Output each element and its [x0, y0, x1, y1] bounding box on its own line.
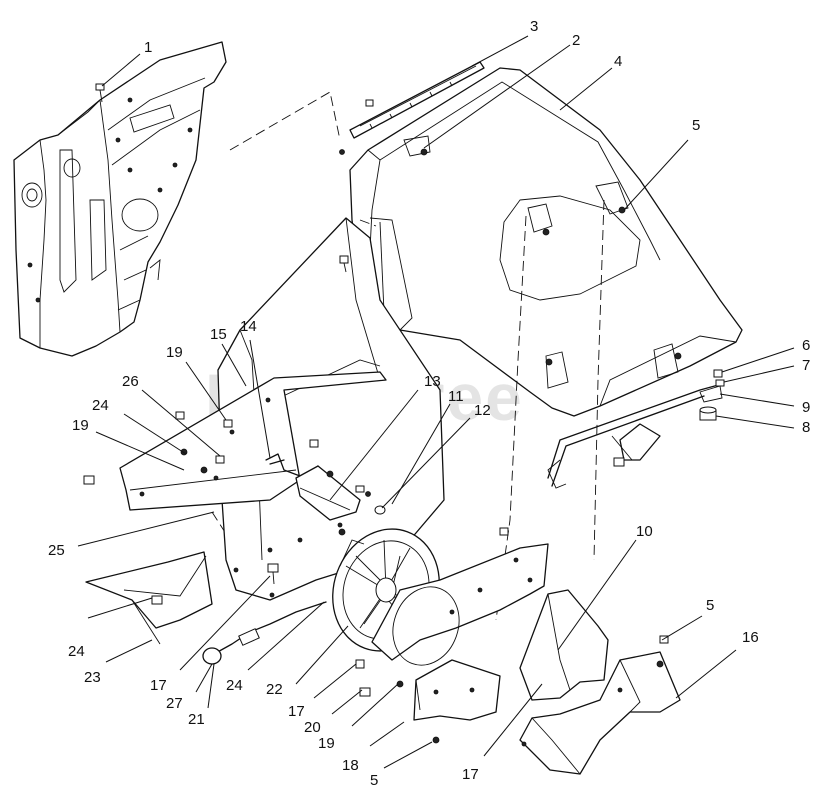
callout-19-left: 19: [72, 417, 89, 434]
callout-24-upper: 24: [92, 397, 109, 414]
callout-15: 15: [210, 326, 227, 343]
callout-13: 13: [424, 373, 441, 390]
callout-19-lower: 19: [318, 735, 335, 752]
callout-16: 16: [742, 629, 759, 646]
lower-deflector: [85, 551, 213, 645]
callout-18: 18: [342, 757, 359, 774]
engine-frame: [13, 41, 227, 357]
callout-17-right: 17: [462, 766, 479, 783]
callout-9: 9: [802, 399, 810, 416]
hood-hinge: [339, 61, 485, 155]
radiator-shroud: [217, 217, 445, 601]
floor-pan: [519, 635, 681, 775]
callout-26: 26: [122, 373, 139, 390]
callout-3: 3: [530, 18, 538, 35]
callout-2: 2: [572, 32, 580, 49]
callout-8: 8: [802, 419, 810, 436]
callout-4: 4: [614, 53, 622, 70]
callout-22: 22: [266, 681, 283, 698]
leader-lines: [77, 35, 795, 769]
callout-5-bottom: 5: [370, 772, 378, 789]
callout-23: 23: [84, 669, 101, 686]
callout-17-mid: 17: [288, 703, 305, 720]
callout-1: 1: [144, 39, 152, 56]
callout-27: 27: [166, 695, 183, 712]
hood-rail: [547, 369, 725, 489]
callout-7: 7: [802, 357, 810, 374]
callout-25: 25: [48, 542, 65, 559]
callout-24-left: 24: [68, 643, 85, 660]
seat-plate: [371, 527, 549, 666]
rear-bracket: [519, 589, 609, 701]
callout-5-top: 5: [692, 117, 700, 134]
callout-6: 6: [802, 337, 810, 354]
callout-11: 11: [448, 388, 464, 405]
upper-bracket: [175, 411, 365, 536]
lower-plate: [355, 643, 563, 744]
callout-14: 14: [240, 318, 257, 335]
callout-10: 10: [636, 523, 653, 540]
callout-20: 20: [304, 719, 321, 736]
callout-12: 12: [474, 402, 491, 419]
callout-5-right: 5: [706, 597, 714, 614]
baffle-plate: [83, 371, 387, 511]
callout-17-left: 17: [150, 677, 167, 694]
wire-harness: [202, 563, 327, 665]
callouts: 1 2 3 4 5 6 7 8 9 10 11 12 13 14 15 16 1…: [48, 18, 810, 789]
callout-21: 21: [188, 711, 205, 728]
hardware-11-12: [365, 491, 386, 515]
callout-19-upper: 19: [166, 344, 183, 361]
callout-24-lower: 24: [226, 677, 243, 694]
